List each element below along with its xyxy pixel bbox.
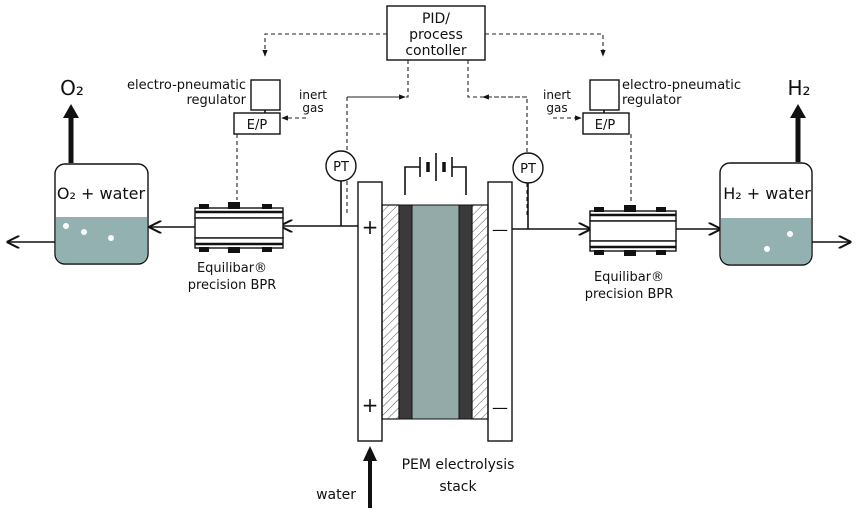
- cathode-minus-top: —: [492, 220, 508, 239]
- controller-line2: process: [409, 27, 463, 43]
- left-regulator-line2: regulator: [186, 93, 246, 108]
- oxygen-tank-label: O₂ + water: [57, 184, 146, 203]
- right-regulator-line1: electro-pneumatic: [622, 78, 741, 93]
- left-ep-label: E/P: [247, 118, 268, 133]
- left-bpr-line1: Equilibar®: [197, 261, 267, 276]
- controller-line3: contoller: [405, 43, 467, 59]
- left-bpr-valve: Equilibar® precision BPR: [188, 202, 284, 293]
- anode-plus-top: +: [362, 215, 379, 239]
- oxygen-outlet-arrow: O₂: [60, 76, 84, 163]
- right-inert-line1: inert: [543, 88, 571, 102]
- left-bpr-line2: precision BPR: [188, 278, 277, 293]
- left-inert-line2: gas: [302, 101, 323, 115]
- cathode-minus-bottom: —: [492, 398, 508, 417]
- hydrogen-gas-label: H₂: [787, 76, 810, 100]
- hydrogen-outlet-arrow: H₂: [787, 76, 811, 162]
- left-pt-label: PT: [333, 160, 349, 175]
- flow-lines: [8, 226, 850, 242]
- right-ep-label: E/P: [595, 118, 616, 133]
- oxygen-water-tank: O₂ + water: [54, 163, 149, 265]
- controller-line1: PID/: [422, 11, 450, 27]
- stack-label-line1: PEM electrolysis: [402, 457, 515, 473]
- stack-label-line2: stack: [439, 479, 477, 495]
- anode-plus-bottom: +: [362, 393, 379, 417]
- left-inert-line1: inert: [299, 88, 327, 102]
- right-pressure-transmitter: PT: [512, 152, 544, 229]
- right-bpr-line2: precision BPR: [585, 287, 674, 302]
- hydrogen-tank-label: H₂ + water: [723, 184, 811, 203]
- hydrogen-water-tank: H₂ + water: [719, 162, 813, 266]
- water-label: water: [316, 487, 356, 503]
- oxygen-gas-label: O₂: [60, 76, 84, 100]
- left-regulator-line1: electro-pneumatic: [127, 78, 246, 93]
- right-pt-label: PT: [520, 162, 536, 177]
- pem-electrolysis-stack: + + — — PEM electrolysis stack: [357, 153, 515, 495]
- left-regulator: electro-pneumatic regulator E/P inert ga…: [127, 78, 327, 135]
- right-bpr-line1: Equilibar®: [594, 270, 664, 285]
- right-regulator-line2: regulator: [622, 93, 682, 108]
- right-regulator: electro-pneumatic regulator E/P inert ga…: [543, 78, 741, 135]
- pid-controller: PID/ process contoller: [386, 5, 486, 61]
- left-pressure-transmitter: PT: [325, 150, 357, 226]
- water-inlet-arrow: water: [316, 446, 377, 508]
- right-bpr-valve: Equilibar® precision BPR: [585, 205, 677, 302]
- power-supply-icon: [404, 153, 467, 195]
- control-signal-lines: [236, 33, 632, 215]
- right-inert-line2: gas: [546, 101, 567, 115]
